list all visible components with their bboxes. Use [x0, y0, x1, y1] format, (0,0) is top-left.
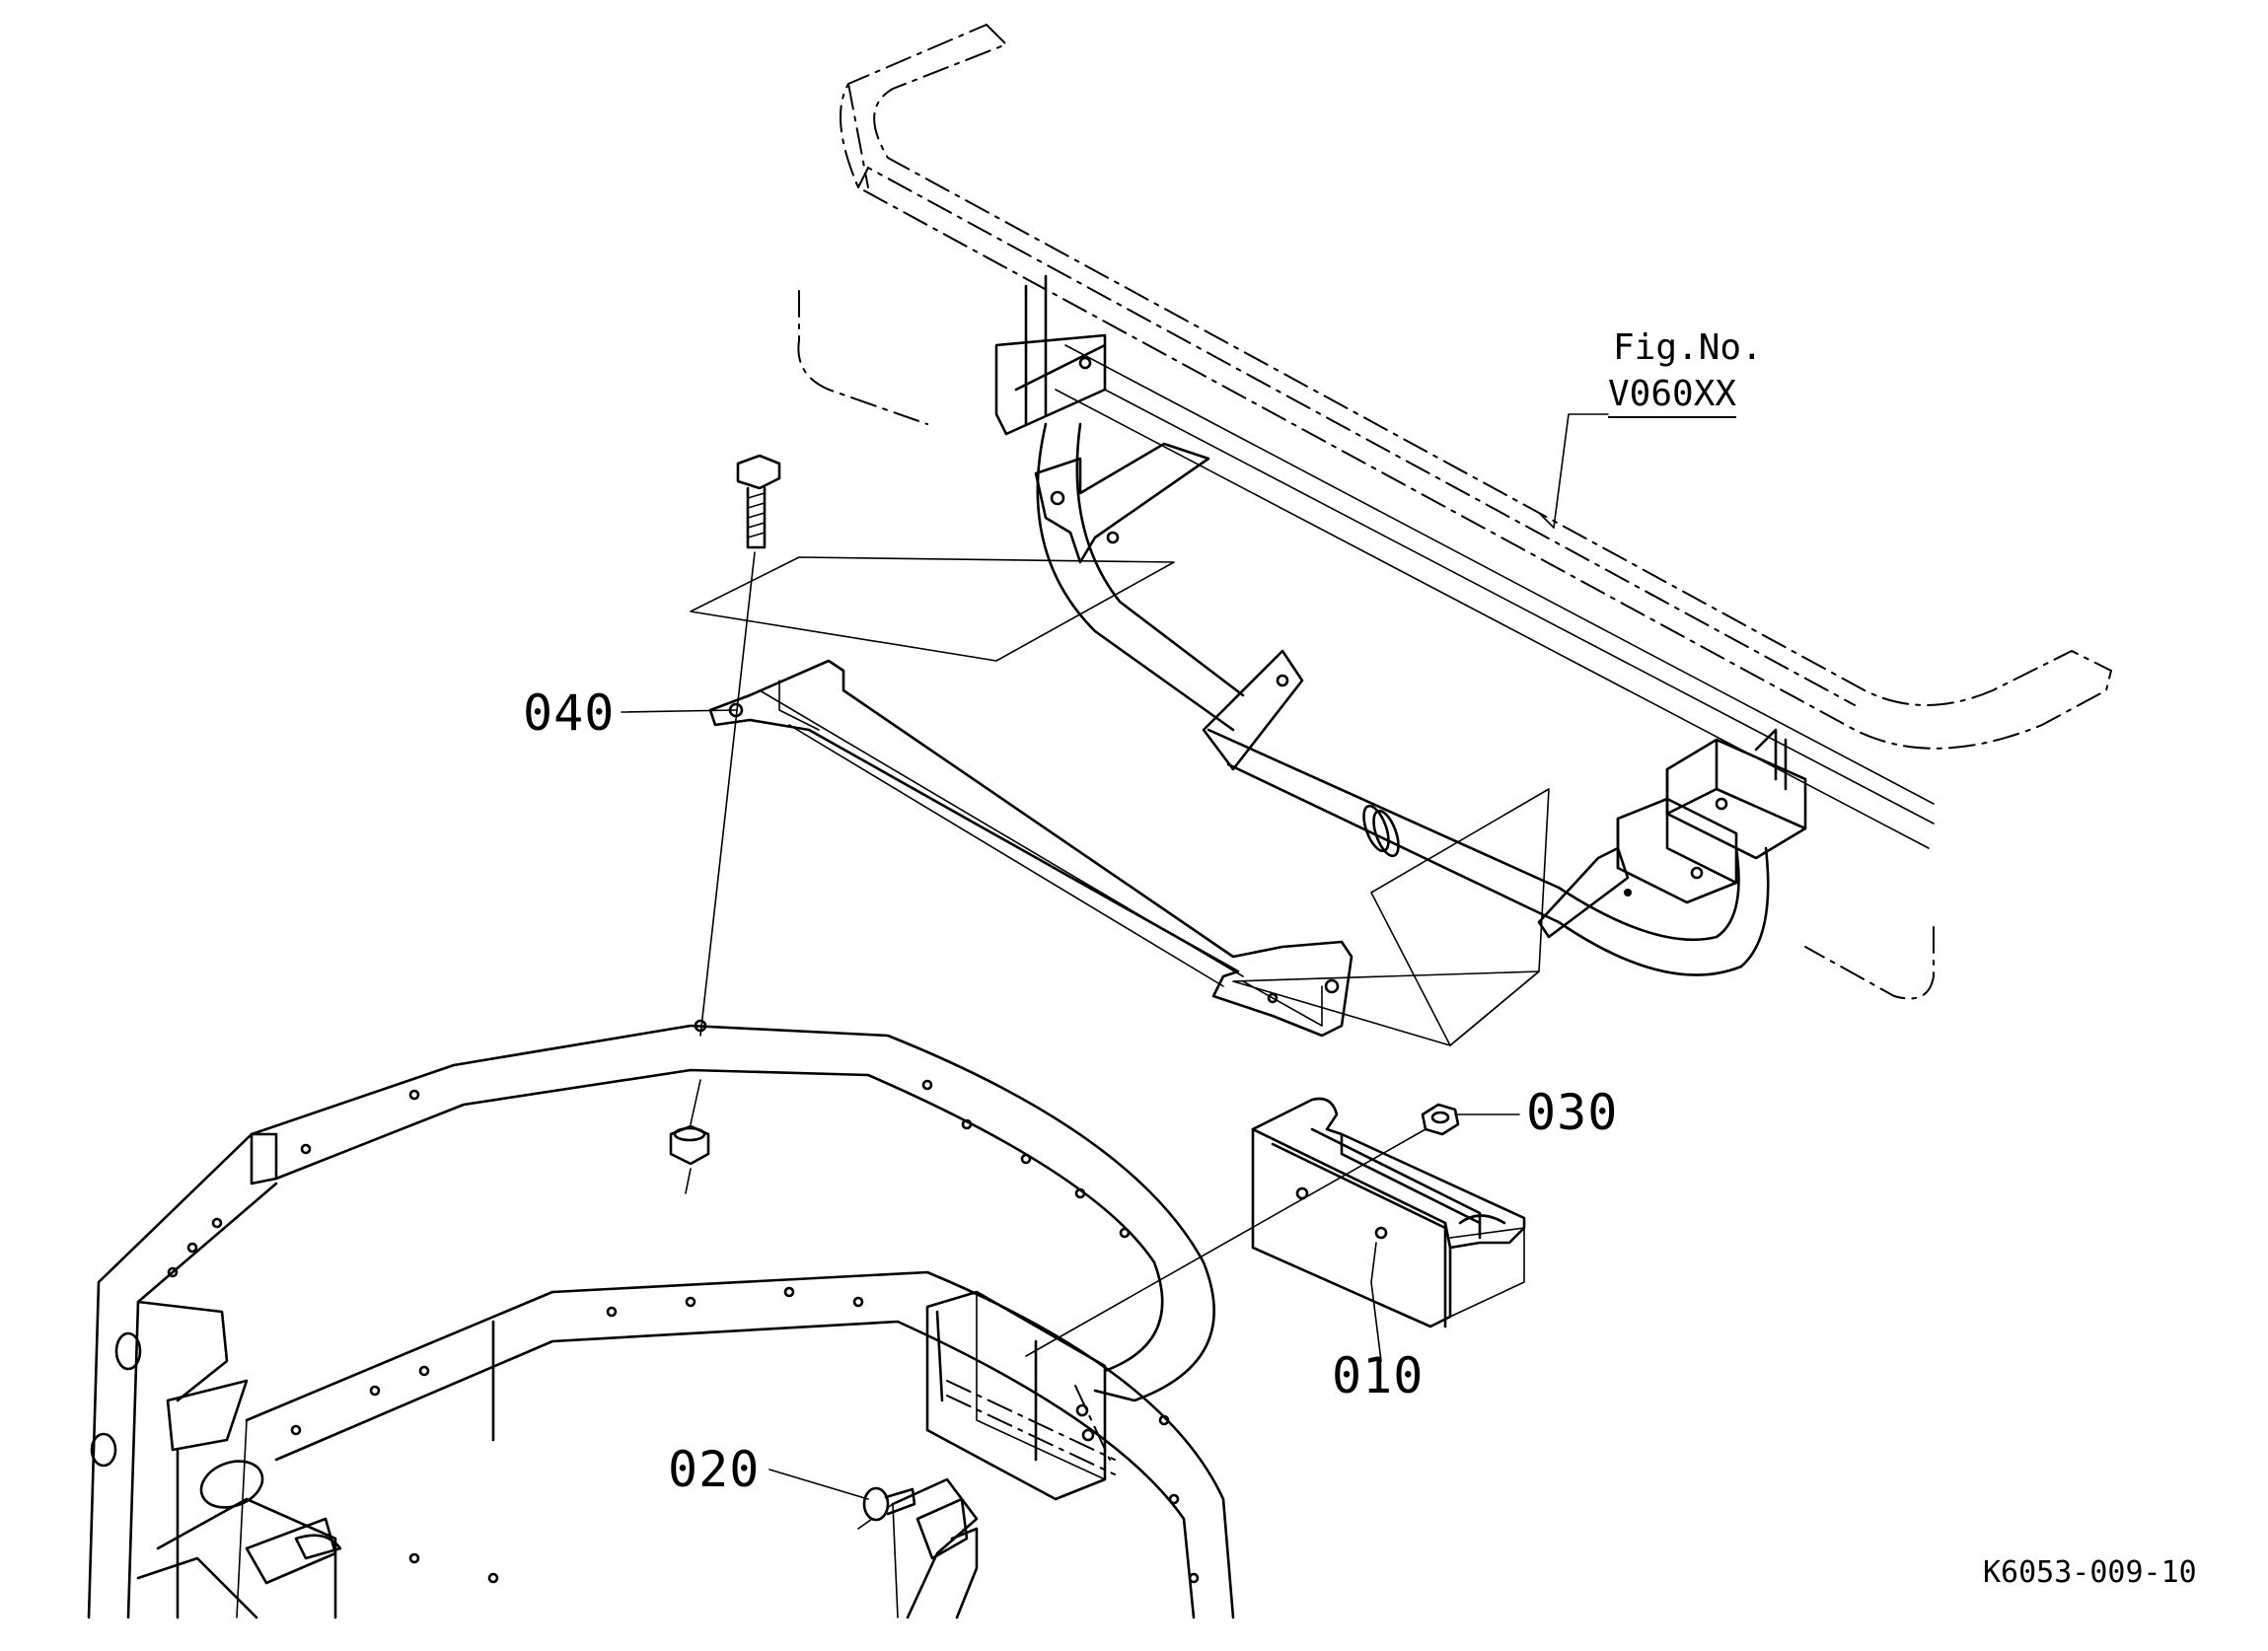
frame-holes: [167, 1019, 1200, 1584]
lower-frame: [87, 1019, 1235, 1619]
figure-ref-line1: Fig.No.: [1613, 327, 1763, 368]
part-010-channel: [1251, 1097, 1526, 1328]
figure-ref-line2: V060XX: [1608, 377, 1737, 418]
reference-planes: [690, 556, 1550, 1046]
part-030-nut: [1025, 1103, 1460, 1357]
callout-010: 010: [1332, 1347, 1425, 1404]
callout-020: 020: [668, 1441, 761, 1498]
leader-lines: [621, 413, 1609, 1500]
bolt-040: [699, 454, 781, 1037]
part-020-bolt: [862, 1478, 948, 1522]
callout-030: 030: [1526, 1084, 1619, 1141]
part-040-strap: [708, 659, 1353, 1038]
drawing-code: K6053-009-10: [1983, 1555, 2197, 1590]
reference-frame-upper: [797, 23, 2113, 1000]
callout-040: 040: [523, 684, 616, 742]
upper-tube-assembly: [994, 274, 1935, 976]
